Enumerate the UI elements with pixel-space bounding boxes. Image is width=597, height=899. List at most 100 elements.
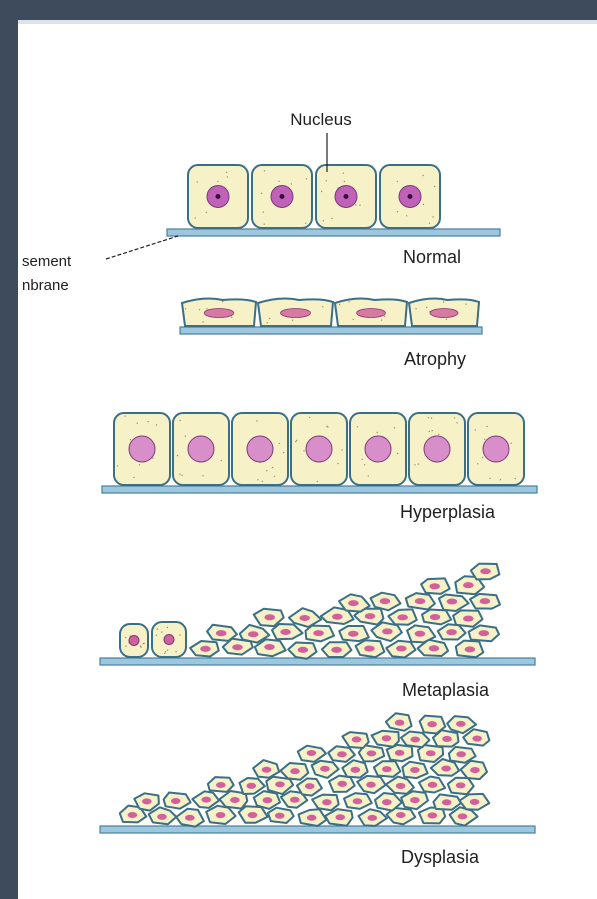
cell-nucleus (247, 436, 273, 462)
flattened-nucleus (357, 309, 386, 318)
cell-nucleus (463, 616, 474, 622)
nucleolus (408, 194, 413, 199)
label-normal: Normal (403, 247, 461, 267)
cell-nucleus (129, 436, 155, 462)
cytoplasm-granule (179, 420, 180, 421)
cell-nucleus (157, 814, 167, 820)
cytoplasm-granule (394, 427, 395, 428)
cytoplasm-granule (261, 193, 262, 194)
cell-nucleus (483, 436, 509, 462)
cell-nucleus (351, 767, 361, 773)
cytoplasm-granule (179, 634, 180, 635)
cytoplasm-granule (456, 422, 457, 423)
cytoplasm-granule (431, 417, 432, 418)
cytoplasm-granule (175, 651, 176, 652)
cytoplasm-granule (339, 304, 340, 305)
cell-nucleus (396, 645, 407, 651)
cytoplasm-granule (274, 476, 275, 477)
cell-nucleus (367, 815, 377, 821)
cytoplasm-granule (157, 628, 158, 629)
cytoplasm-granule (434, 186, 435, 187)
cell-nucleus (216, 630, 227, 636)
cytoplasm-granule (179, 474, 180, 475)
nucleolus (216, 194, 221, 199)
cytoplasm-granule (309, 417, 310, 418)
cytoplasm-granule (510, 443, 511, 444)
cytoplasm-granule (327, 426, 328, 427)
cell-nucleus (335, 814, 345, 820)
basement-membrane (167, 229, 500, 236)
cytoplasm-granule (397, 211, 398, 212)
panel-hyperplasia (102, 413, 537, 493)
cytoplasm-granule (429, 431, 430, 432)
cytoplasm-granule (454, 417, 455, 418)
cytoplasm-granule (415, 308, 416, 309)
cell-nucleus (470, 799, 480, 805)
cytoplasm-granule (429, 223, 430, 224)
cell-nucleus (142, 798, 152, 804)
cytoplasm-granule (377, 432, 378, 433)
cell-nucleus (382, 735, 392, 741)
cytoplasm-granule (515, 478, 516, 479)
cytoplasm-granule (226, 172, 227, 173)
label-atrophy: Atrophy (404, 349, 466, 369)
basement-membrane (100, 826, 535, 833)
cell-nucleus (306, 436, 332, 462)
cytoplasm-granule (343, 301, 344, 302)
cell-nucleus (366, 782, 376, 788)
cell-nucleus (171, 798, 181, 804)
cytoplasm-granule (432, 430, 433, 431)
nucleus-label: Nucleus (290, 110, 351, 129)
cytoplasm-granule (484, 439, 485, 440)
cell-nucleus (129, 636, 139, 646)
cell-nucleus (382, 766, 392, 772)
cell-nucleus (472, 736, 482, 742)
cytoplasm-granule (482, 457, 483, 458)
cytoplasm-granule (359, 205, 360, 206)
cytoplasm-granule (355, 204, 356, 205)
cell-nucleus (396, 783, 406, 789)
cytoplasm-granule (295, 441, 296, 442)
cytoplasm-granule (278, 181, 279, 182)
cytoplasm-granule (423, 204, 424, 205)
cytoplasm-granule (264, 170, 265, 171)
cell-nucleus (465, 646, 476, 652)
cytoplasm-granule (125, 415, 126, 416)
cell-nucleus (365, 613, 376, 619)
cell-nucleus (348, 600, 359, 606)
cell-nucleus (441, 765, 451, 771)
cell-nucleus (415, 631, 426, 637)
cytoplasm-granule (438, 434, 439, 435)
cell-nucleus (395, 750, 405, 756)
cell-nucleus (230, 797, 240, 803)
cytoplasm-granule (341, 449, 342, 450)
cell-nucleus (353, 798, 363, 804)
cell-nucleus (480, 598, 491, 604)
cytoplasm-granule (167, 627, 168, 628)
cytoplasm-granule (165, 651, 166, 652)
cell-nucleus (442, 799, 452, 805)
cytoplasm-granule (322, 306, 323, 307)
cell-nucleus (364, 646, 375, 652)
cell-nucleus (128, 812, 138, 818)
cell-nucleus (216, 782, 226, 788)
cell-nucleus (396, 812, 406, 818)
cytoplasm-granule (422, 175, 423, 176)
panel-normal (167, 165, 500, 236)
cell-nucleus (307, 815, 317, 821)
cytoplasm-granule (130, 439, 131, 440)
cytoplasm-granule (206, 308, 207, 309)
cytoplasm-granule (292, 320, 293, 321)
cytoplasm-granule (257, 479, 258, 480)
cell-nucleus (352, 736, 362, 742)
cytoplasm-granule (156, 635, 157, 636)
cell-nucleus (264, 644, 275, 650)
basement-membrane (100, 658, 535, 665)
cell-nucleus (275, 781, 285, 787)
nucleolus (344, 194, 349, 199)
flattened-nucleus (204, 309, 234, 318)
cell-nucleus (367, 750, 377, 756)
cytoplasm-granule (406, 215, 407, 216)
cytoplasm-granule (137, 423, 138, 424)
cell-nucleus (275, 813, 285, 819)
